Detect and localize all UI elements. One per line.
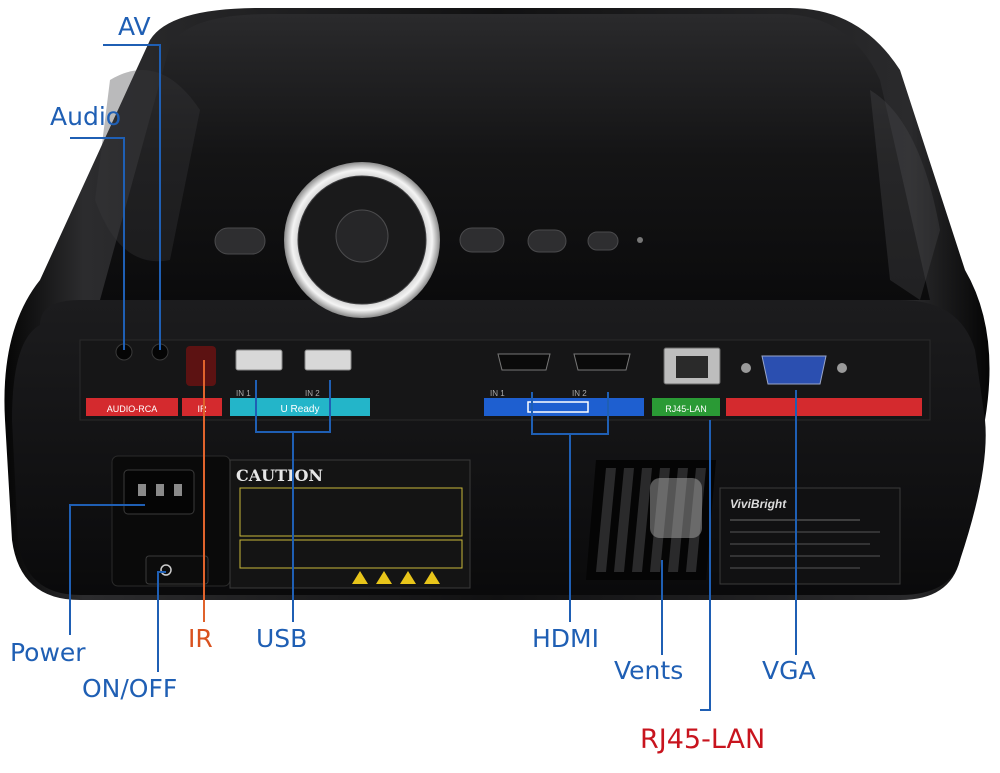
warning-triangle-2 xyxy=(376,571,392,584)
warning-triangle-4 xyxy=(424,571,440,584)
projector-body xyxy=(4,8,990,600)
on-off-leader-line xyxy=(157,571,166,672)
brand-logo: ViviBright xyxy=(730,497,787,511)
power-callout: Power xyxy=(10,638,86,667)
vga-screw-right xyxy=(837,363,847,373)
rj45-port-socket xyxy=(676,356,708,378)
caution-title: CAUTION xyxy=(236,466,323,485)
ir-panel-label: IR xyxy=(198,404,208,414)
menu-button xyxy=(214,227,266,255)
vga-label-strip xyxy=(726,398,922,416)
power-leader-line xyxy=(69,504,145,635)
audio-rca-label-strip xyxy=(86,398,178,416)
usb-port-2 xyxy=(304,349,352,371)
hdmi-label-strip xyxy=(484,398,644,416)
vent-slat xyxy=(650,468,670,572)
vents-callout: Vents xyxy=(614,656,684,685)
power-socket-pin-3 xyxy=(174,484,182,496)
audio-leader-line xyxy=(70,137,125,350)
usb-callout: USB xyxy=(256,624,308,653)
power-socket-pin-2 xyxy=(156,484,164,496)
vent-slat xyxy=(596,468,616,572)
ir-window xyxy=(186,346,216,386)
hdmi-in1-label: IN 1 xyxy=(490,389,505,398)
power-switch xyxy=(145,555,209,585)
lower-panel: CAUTION ViviBright xyxy=(111,455,901,589)
vent-slat xyxy=(614,468,634,572)
hdmi-port-2 xyxy=(573,353,631,371)
audio-rca-label: AUDIO-RCA xyxy=(107,404,158,414)
vga-port xyxy=(761,355,827,385)
hdmi-callout: HDMI xyxy=(532,624,599,653)
fan-highlight xyxy=(650,478,702,538)
usb-in2-label: IN 2 xyxy=(305,389,320,398)
vent-slat xyxy=(686,468,706,572)
rj45-panel-label: RJ45-LAN xyxy=(665,404,707,414)
usb-port-1 xyxy=(235,349,283,371)
u-ready-label: U Ready xyxy=(281,404,320,415)
ir-callout: IR xyxy=(188,624,213,653)
port-strip: AUDIO-RCA IR IN 1 IN 2 U Ready IN 1 IN 2… xyxy=(79,339,931,421)
av-callout: AV xyxy=(118,12,151,41)
warning-triangle-3 xyxy=(400,571,416,584)
hdmi-port-1 xyxy=(497,353,551,371)
audio-callout: Audio xyxy=(50,102,122,131)
hdmi-in2-label: IN 2 xyxy=(572,389,587,398)
usb-in1-label: IN 1 xyxy=(236,389,251,398)
left-lens-highlight xyxy=(95,70,200,262)
dpad-center-button xyxy=(335,209,389,263)
ir-label-strip xyxy=(182,398,222,416)
vent-slat xyxy=(668,468,688,572)
button-3 xyxy=(527,229,567,253)
rj45-lan-callout: RJ45-LAN xyxy=(640,724,766,755)
rj45-label-strip xyxy=(652,398,720,416)
u-ready-label-strip xyxy=(230,398,370,416)
vent-slat xyxy=(632,468,652,572)
rj45-leader-line xyxy=(700,420,711,711)
button-4 xyxy=(587,231,619,251)
caution-text-box-1 xyxy=(239,487,463,537)
caution-label xyxy=(229,459,471,589)
power-socket-pin-1 xyxy=(138,484,146,496)
callout-lines xyxy=(69,44,797,711)
indicator-led xyxy=(637,237,643,243)
caution-text-box-2 xyxy=(239,539,463,569)
right-side-highlight xyxy=(870,90,940,300)
warning-triangle-1 xyxy=(352,571,368,584)
vga-callout: VGA xyxy=(762,656,816,685)
button-2 xyxy=(459,227,505,253)
on-off-callout: ON/OFF xyxy=(82,674,178,703)
hdmi-logo xyxy=(527,401,589,413)
vent-grille xyxy=(586,460,716,580)
projector-top-surface xyxy=(100,14,930,300)
top-controls xyxy=(214,162,643,318)
av-leader-line xyxy=(103,44,161,350)
power-switch-symbol xyxy=(160,564,172,576)
vga-screw-left xyxy=(741,363,751,373)
